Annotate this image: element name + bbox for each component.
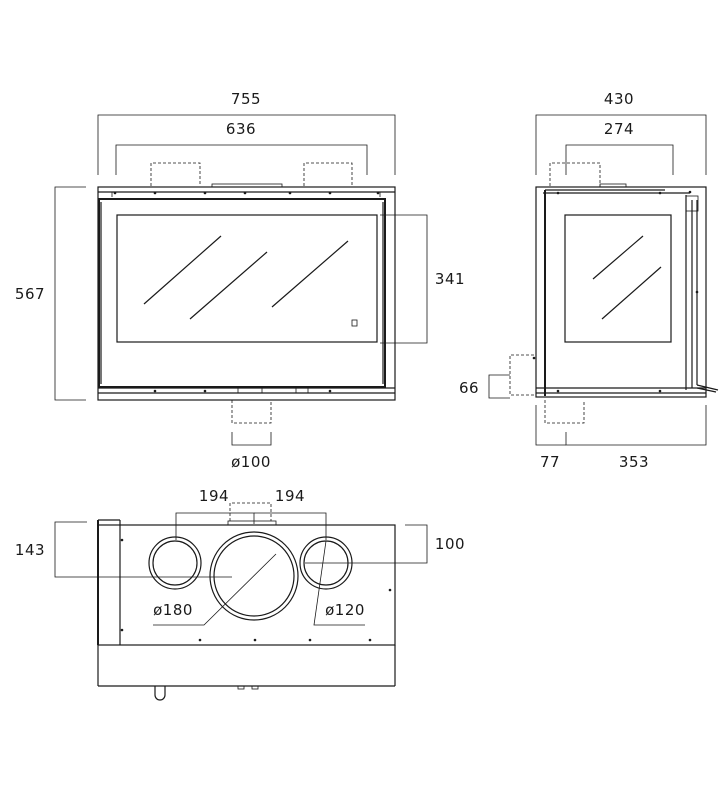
dim-430-label: 430 bbox=[604, 90, 634, 108]
dim-194-left-line bbox=[175, 512, 255, 540]
dim-ø180-leader bbox=[153, 553, 277, 626]
dim-430-line bbox=[535, 114, 707, 175]
dim-100-line bbox=[231, 432, 272, 446]
dim-353-line bbox=[565, 405, 707, 446]
dim-ø120-label: ø120 bbox=[325, 601, 365, 619]
dim-ø120-leader bbox=[313, 540, 365, 626]
dim-567-label: 567 bbox=[15, 285, 45, 303]
dim-341-line bbox=[380, 214, 428, 344]
dim-100-top-line bbox=[305, 524, 428, 564]
dim-274-label: 274 bbox=[604, 120, 634, 138]
dim-755-line bbox=[97, 114, 396, 175]
dim-194-left-label: 194 bbox=[199, 487, 229, 505]
dim-100-top-label: 100 bbox=[435, 535, 465, 553]
dim-194-right-line bbox=[254, 512, 327, 540]
dim-66-line bbox=[488, 374, 510, 399]
dim-ø180-label: ø180 bbox=[153, 601, 193, 619]
dim-636-label: 636 bbox=[226, 120, 256, 138]
dim-341-label: 341 bbox=[435, 270, 465, 288]
dim-143-line bbox=[54, 521, 232, 578]
dim-567-line bbox=[54, 186, 86, 401]
dim-755-label: 755 bbox=[231, 90, 261, 108]
dim-353-label: 353 bbox=[619, 453, 649, 471]
dim-77-label: 77 bbox=[540, 453, 560, 471]
side-view: 430 274 66 77 353 bbox=[459, 90, 719, 471]
dim-ø100-label: ø100 bbox=[231, 453, 271, 471]
front-view: 755 636 567 341 ø100 bbox=[15, 90, 465, 471]
dim-636-line bbox=[115, 144, 368, 175]
dim-77-line bbox=[535, 405, 566, 446]
dim-66-label: 66 bbox=[459, 379, 479, 397]
dim-143-label: 143 bbox=[15, 541, 45, 559]
dim-194-right-label: 194 bbox=[275, 487, 305, 505]
dim-274-line bbox=[565, 144, 674, 175]
top-view: 194 194 143 100 ø180 ø120 bbox=[15, 487, 465, 701]
